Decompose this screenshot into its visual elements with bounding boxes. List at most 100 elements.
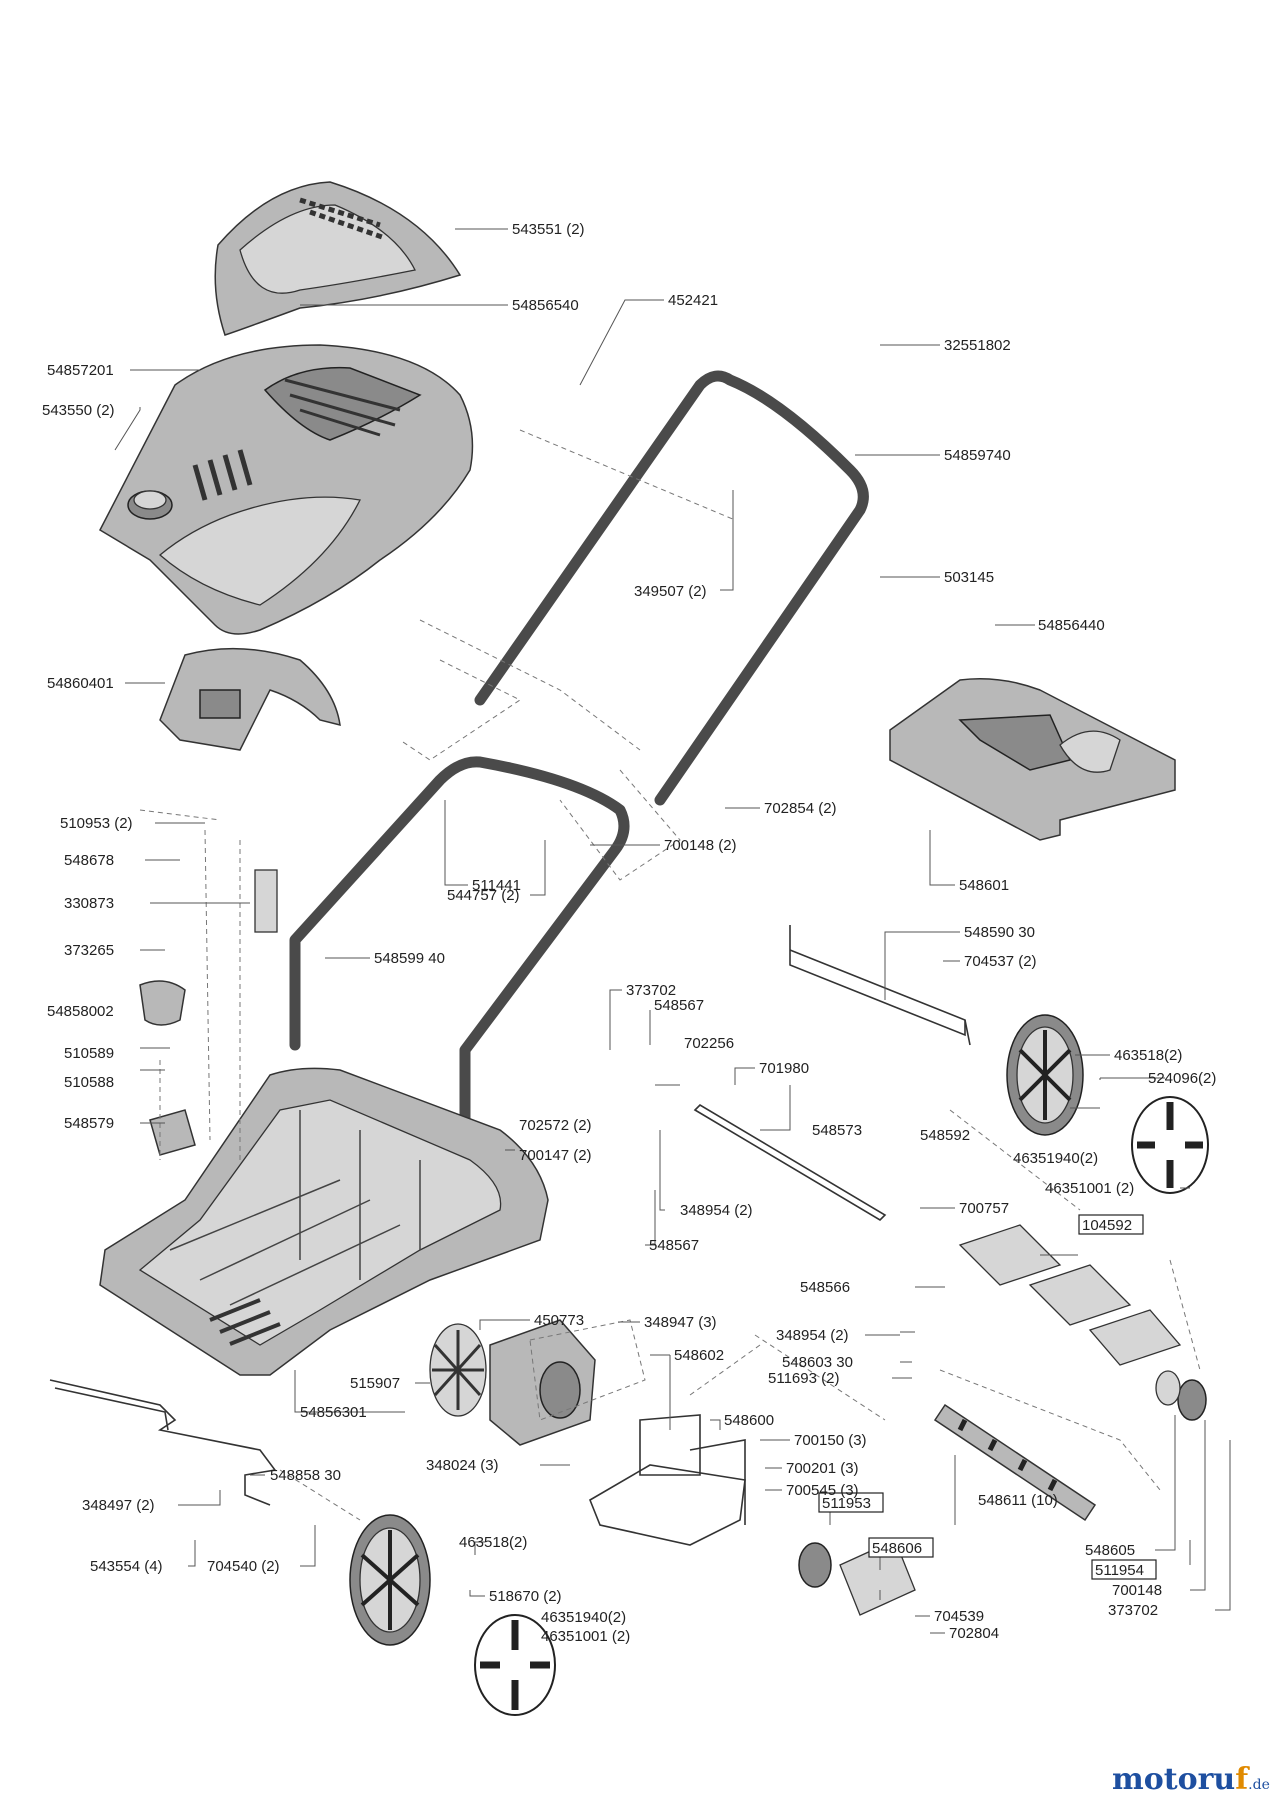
part-label-32551802: 32551802 bbox=[944, 337, 1011, 354]
lower-handle-part bbox=[289, 756, 630, 1156]
part-label-54856301: 54856301 bbox=[300, 1404, 367, 1421]
part-label-548678: 548678 bbox=[64, 852, 114, 869]
part-label-54856540: 54856540 bbox=[512, 297, 579, 314]
brand-logo[interactable]: motoruf.de bbox=[1112, 1762, 1270, 1797]
front-wheel-part bbox=[1006, 1014, 1084, 1136]
part-label-46351940-rear: 46351940(2) bbox=[541, 1609, 626, 1626]
part-label-348024: 348024 (3) bbox=[426, 1457, 499, 1474]
upper-cover-part bbox=[214, 181, 462, 336]
part-label-700147: 700147 (2) bbox=[519, 1147, 592, 1164]
part-label-511953: 511953 bbox=[822, 1495, 871, 1512]
part-label-702854: 702854 (2) bbox=[764, 800, 837, 817]
part-label-548599: 548599 40 bbox=[374, 950, 445, 967]
base-housing-part bbox=[99, 1067, 549, 1376]
part-label-700201: 700201 (3) bbox=[786, 1460, 859, 1477]
part-label-700545: 700545 (3) bbox=[786, 1482, 859, 1499]
part-label-700757: 700757 bbox=[959, 1200, 1009, 1217]
front-axle-part bbox=[789, 925, 971, 1046]
part-label-46351940-front: 46351940(2) bbox=[1013, 1150, 1098, 1167]
leader-lines bbox=[114, 228, 1231, 1634]
part-label-373702-b: 373702 bbox=[1108, 1602, 1158, 1619]
part-label-503145: 503145 bbox=[944, 569, 994, 586]
part-label-543550: 543550 (2) bbox=[42, 402, 115, 419]
front-hubcap-part bbox=[1131, 1096, 1209, 1194]
rear-axle-part bbox=[49, 1379, 277, 1506]
part-label-700150: 700150 (3) bbox=[794, 1432, 867, 1449]
upper-handle-part bbox=[474, 370, 869, 806]
part-label-548579: 548579 bbox=[64, 1115, 114, 1132]
part-label-348947: 348947 (3) bbox=[644, 1314, 717, 1331]
part-label-524096: 524096(2) bbox=[1148, 1070, 1216, 1087]
part-label-54858002: 54858002 bbox=[47, 1003, 114, 1020]
part-label-701980: 701980 bbox=[759, 1060, 809, 1077]
motor-assembly-part bbox=[429, 1319, 596, 1446]
part-label-704540: 704540 (2) bbox=[207, 1558, 280, 1575]
height-knob-part bbox=[139, 869, 278, 1156]
part-label-452421: 452421 bbox=[668, 292, 718, 309]
assembly-lines bbox=[139, 429, 1201, 1521]
part-label-700148-b: 700148 bbox=[1112, 1582, 1162, 1599]
part-label-46351001-front: 46351001 (2) bbox=[1045, 1180, 1134, 1197]
part-label-548601: 548601 bbox=[959, 877, 1009, 894]
part-label-54859740: 54859740 bbox=[944, 447, 1011, 464]
part-label-373702-a: 373702 bbox=[626, 982, 676, 999]
part-label-548603: 548603 30 bbox=[782, 1354, 853, 1371]
part-label-548600: 548600 bbox=[724, 1412, 774, 1429]
part-label-548567-a: 548567 bbox=[654, 997, 704, 1014]
blade-roller-part bbox=[958, 1224, 1182, 1366]
part-label-548858: 548858 30 bbox=[270, 1467, 341, 1484]
part-label-349507: 349507 (2) bbox=[634, 583, 707, 600]
part-label-548590: 548590 30 bbox=[964, 924, 1035, 941]
part-label-46351001-rear: 46351001 (2) bbox=[541, 1628, 630, 1645]
part-label-548611: 548611 (10) bbox=[978, 1492, 1058, 1509]
part-label-700148-a: 700148 (2) bbox=[664, 837, 737, 854]
grass-box-lid-part bbox=[889, 678, 1176, 841]
air-guide-part bbox=[159, 647, 341, 751]
part-label-54857201: 54857201 bbox=[47, 362, 114, 379]
part-label-348497: 348497 (2) bbox=[82, 1497, 155, 1514]
part-label-548605: 548605 bbox=[1085, 1542, 1135, 1559]
part-label-702256: 702256 bbox=[684, 1035, 734, 1052]
part-label-348954-a: 348954 (2) bbox=[680, 1202, 753, 1219]
part-label-510588: 510588 bbox=[64, 1074, 114, 1091]
part-label-348954-b: 348954 (2) bbox=[776, 1327, 849, 1344]
part-label-510953: 510953 (2) bbox=[60, 815, 133, 832]
brand-tld: .de bbox=[1248, 1777, 1270, 1793]
part-label-543554: 543554 (4) bbox=[90, 1558, 163, 1575]
part-label-548573: 548573 bbox=[812, 1122, 862, 1139]
brand-name: motoru bbox=[1112, 1762, 1236, 1797]
part-label-511693: 511693 (2) bbox=[768, 1370, 839, 1387]
part-label-511441: 511441 bbox=[472, 877, 521, 894]
part-label-704537: 704537 (2) bbox=[964, 953, 1037, 970]
part-label-330873: 330873 bbox=[64, 895, 114, 912]
part-label-373265: 373265 bbox=[64, 942, 114, 959]
part-label-548606: 548606 bbox=[872, 1540, 922, 1557]
part-label-463518-rear: 463518(2) bbox=[459, 1534, 527, 1551]
part-label-543551: 543551 (2) bbox=[512, 221, 585, 238]
part-label-548592: 548592 bbox=[920, 1127, 970, 1144]
part-label-54856440: 54856440 bbox=[1038, 617, 1105, 634]
drive-shaft-part bbox=[693, 1103, 887, 1222]
pulley-part bbox=[798, 1370, 1207, 1588]
part-labels: 543551 (2) 54856540 452421 32551802 5485… bbox=[42, 221, 1216, 1645]
motor-hood-part bbox=[99, 344, 474, 635]
part-label-544757: 544757 (2) bbox=[447, 887, 520, 904]
part-label-463518-front: 463518(2) bbox=[1114, 1047, 1182, 1064]
part-label-515907: 515907 bbox=[350, 1375, 400, 1392]
part-label-450773: 450773 bbox=[534, 1312, 584, 1329]
part-label-510589: 510589 bbox=[64, 1045, 114, 1062]
part-label-54860401: 54860401 bbox=[47, 675, 114, 692]
label-boxes bbox=[818, 1214, 1157, 1580]
part-label-548602: 548602 bbox=[674, 1347, 724, 1364]
roller-part bbox=[933, 1403, 1097, 1522]
part-label-702572: 702572 (2) bbox=[519, 1117, 592, 1134]
part-label-548566: 548566 bbox=[800, 1279, 850, 1296]
part-label-704539: 704539 bbox=[934, 1608, 984, 1625]
rear-hubcap-part bbox=[474, 1614, 556, 1716]
part-label-104592: 104592 bbox=[1082, 1217, 1132, 1234]
motor-bracket-part bbox=[589, 1414, 746, 1546]
part-label-518670: 518670 (2) bbox=[489, 1588, 562, 1605]
part-label-511954: 511954 bbox=[1095, 1562, 1144, 1579]
part-label-548567-b: 548567 bbox=[649, 1237, 699, 1254]
